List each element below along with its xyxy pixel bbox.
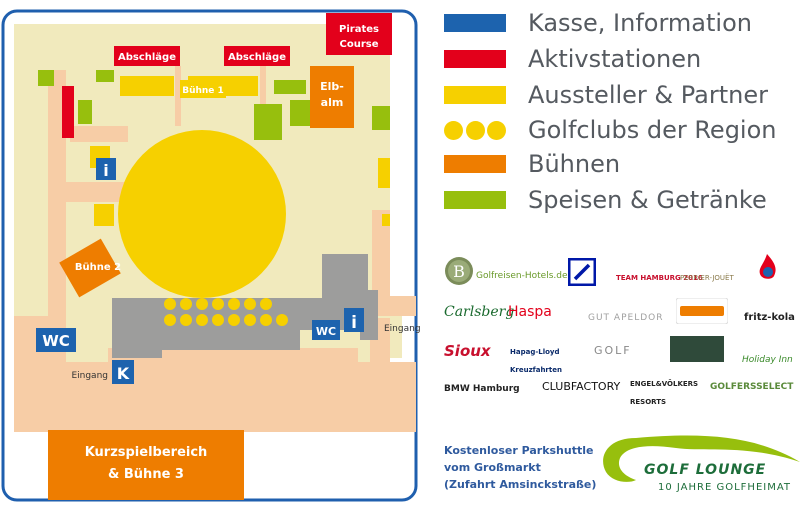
sponsor-sioux: Sioux [444, 342, 491, 360]
sponsor-team-hamburg: TEAM HAMBURG 2016 [616, 274, 703, 282]
golf-lounge-logo: GOLF LOUNGE 10 JAHRE GOLFHEIMAT [596, 432, 806, 506]
activity-station-left [62, 86, 74, 138]
shuttle-line-1: Kostenloser Parkshuttle [444, 444, 594, 457]
stage-3-kurzspielbereich [48, 430, 244, 500]
deutsche-bank-icon [568, 258, 596, 286]
ticket-k-label: K [117, 364, 130, 383]
eingang-left-label: Eingang [71, 371, 108, 381]
parkshuttle-info: Kostenloser Parkshuttle vom Großmarkt (Z… [444, 442, 597, 493]
legend-swatch-red [444, 50, 506, 68]
legend-item-aussteller: Aussteller & Partner [444, 78, 768, 112]
sponsor-perrier-jouet: PERRIER-JOUËT [680, 274, 734, 282]
legend-label: Bühnen [528, 150, 621, 178]
legend-label: Aktivstationen [528, 45, 702, 73]
shuttle-line-3: (Zufahrt Amsinckstraße) [444, 478, 597, 491]
wc-center-label: WC [316, 325, 336, 338]
legend-swatch-green [444, 191, 506, 209]
sponsor-fritz-kola: fritz-kola [744, 312, 795, 323]
sponsor-carlsberg: Carlsberg [444, 304, 515, 320]
wc-center-box [312, 320, 340, 340]
golf-lounge-name: GOLF LOUNGE [644, 462, 767, 478]
elbalm-label-2: alm [321, 96, 344, 109]
central-exhibition-area [118, 130, 286, 298]
kurzspiel-label-1: Kurzspielbereich [85, 445, 208, 460]
legend-label: Kasse, Information [528, 9, 752, 37]
golf-lounge-tagline: 10 JAHRE GOLFHEIMAT [658, 482, 792, 493]
legend-item-kasse: Kasse, Information [444, 6, 752, 40]
sponsor-golfreisen: Golfreisen-Hotels.de [476, 271, 568, 281]
pirates-course-label-2: Course [340, 39, 379, 50]
legend-swatch-blue [444, 14, 506, 32]
sponsor-engel-voelkers: ENGEL&VÖLKERS RESORTS [630, 380, 699, 406]
sponsor-hapag-lloyd: Hapag-Lloyd Kreuzfahrten [510, 348, 562, 374]
kurzspiel-label-2: & Bühne 3 [108, 467, 184, 482]
sponsor-haspa: Haspa [508, 304, 552, 320]
legend-item-buehnen: Bühnen [444, 147, 620, 181]
info-booth-left [96, 158, 116, 180]
elbalm-label-1: Elb- [320, 80, 344, 93]
wc-left-box [36, 328, 76, 352]
ticket-booth-k [112, 360, 134, 384]
activity-station-abschlaege-1 [114, 46, 180, 66]
legend-swatch-yellow [444, 86, 506, 104]
stage-elbalm [310, 66, 354, 128]
info-booth-center [344, 308, 364, 332]
sponsor-gut-apeldor: GUT APELDOR [588, 313, 664, 323]
legend-label: Aussteller & Partner [528, 81, 768, 109]
legend-item-aktivstationen: Aktivstationen [444, 42, 701, 76]
stage-1 [180, 80, 226, 98]
buehne-1-label: Bühne 1 [182, 86, 224, 96]
legend-label: Golfclubs der Region [528, 116, 777, 144]
pirates-course-label-1: Pirates [339, 24, 379, 35]
stage-2 [59, 238, 121, 298]
buehne-2-label: Bühne 2 [75, 262, 121, 273]
wc-left-label: WC [42, 332, 70, 350]
sponsor-clubfactory: CLUBFACTORY [542, 380, 621, 393]
b-logo-icon: B [445, 257, 473, 285]
sponsor-bmw: BMW Hamburg [444, 384, 520, 394]
eingang-right-label: Eingang [384, 324, 421, 334]
legend-swatch-orange [444, 155, 506, 173]
walkways [14, 66, 416, 432]
legend-label: Speisen & Getränke [528, 186, 767, 214]
sponsor-holiday-inn: Holiday Inn [742, 355, 793, 365]
abschlaege-label-2: Abschläge [228, 52, 286, 63]
info-icon-left: i [103, 161, 108, 180]
legend-item-speisen: Speisen & Getränke [444, 183, 767, 217]
golfclub-dots [164, 298, 288, 326]
sponsor-golfersselect: GOLFERSSELECT [710, 382, 794, 392]
shuttle-line-2: vom Großmarkt [444, 461, 541, 474]
flame-logo-icon [759, 254, 776, 279]
info-icon-center: i [351, 313, 357, 333]
sponsor-golf-green: GOLF [594, 344, 632, 357]
svg-text:B: B [453, 262, 465, 281]
dark-green-logo-icon [670, 336, 724, 362]
abschlaege-label-1: Abschläge [118, 52, 176, 63]
golf-lounge-swoosh-icon [603, 435, 800, 482]
radio-logo-icon [676, 298, 728, 324]
legend-item-golfclubs: Golfclubs der Region [444, 113, 777, 147]
activity-station-abschlaege-2 [224, 46, 290, 66]
activity-station-pirates-course [326, 13, 392, 55]
legend-swatch-dots [444, 120, 506, 140]
